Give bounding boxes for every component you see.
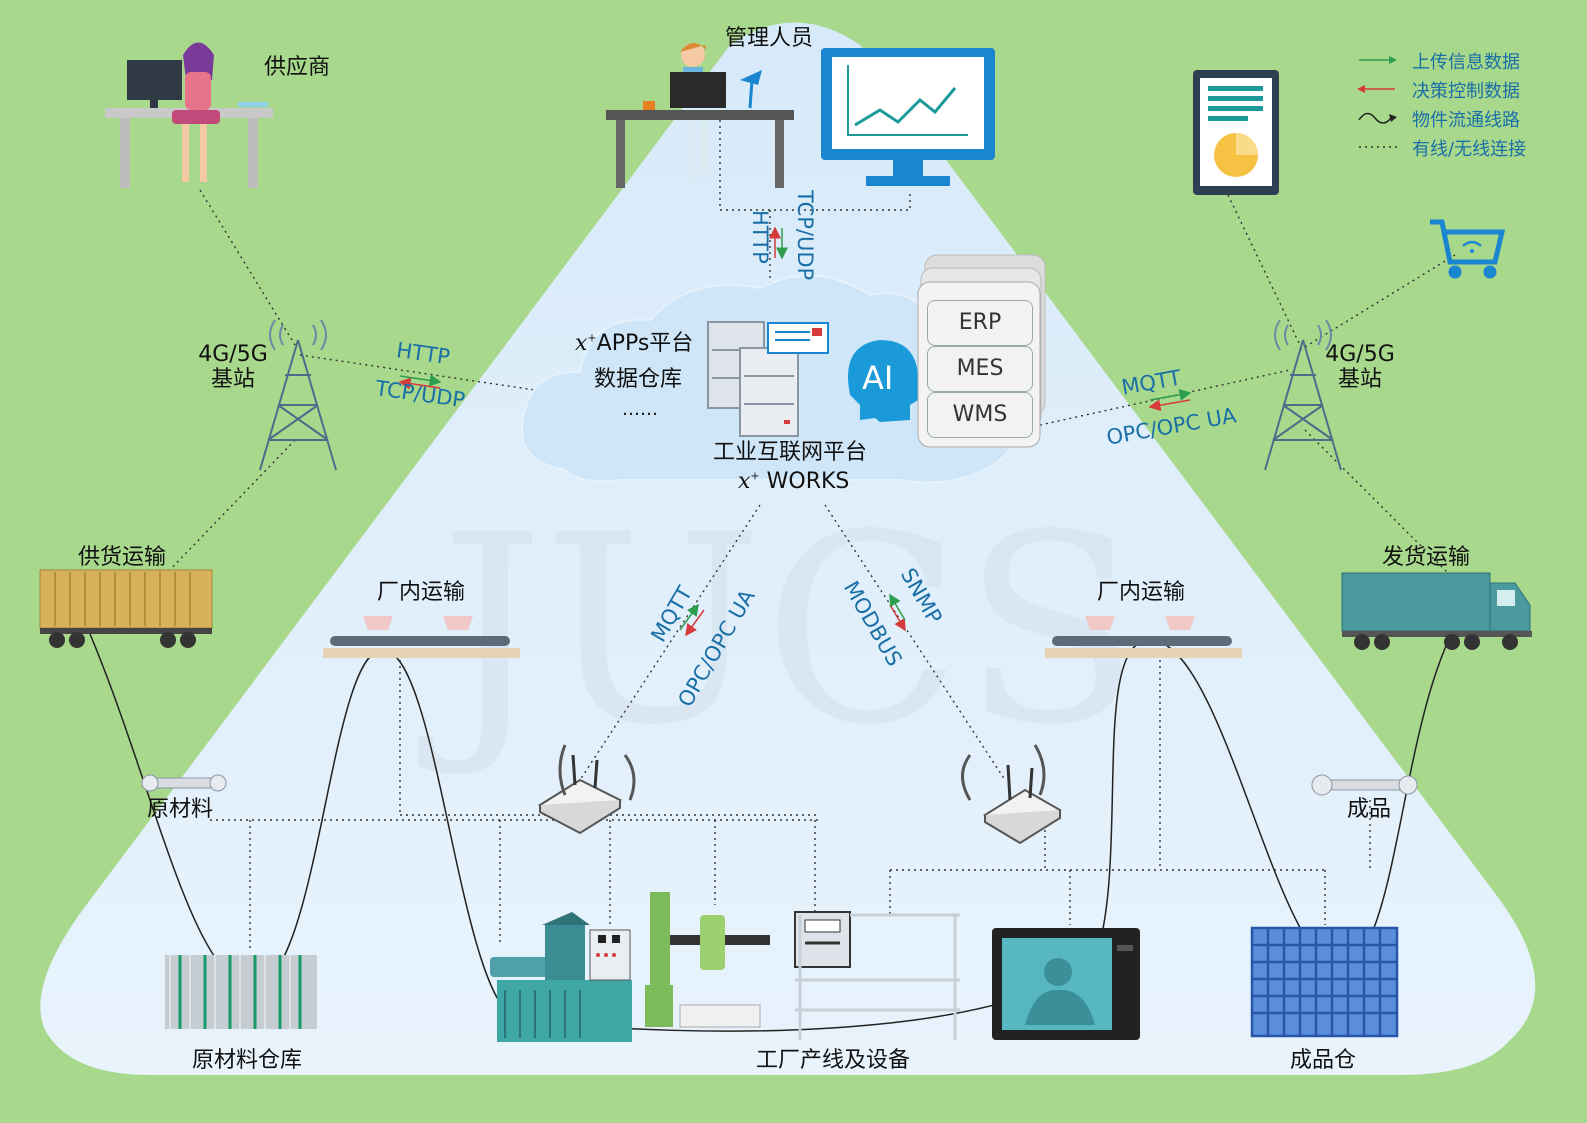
platform-label: 工业互联网平台 xyxy=(713,440,868,465)
legend-label: 有线/无线连接 xyxy=(1412,139,1527,160)
tower-right-icon xyxy=(1264,319,1342,471)
works-text: WORKS xyxy=(766,469,850,494)
finished-warehouse-label: 成品仓 xyxy=(1290,1048,1357,1073)
display-terminal-illustration xyxy=(992,928,1140,1040)
legend-item-link: 有线/无线连接 xyxy=(1357,135,1557,161)
base-station-right-line2: 基站 xyxy=(1337,367,1382,393)
supplier-label: 供应商 xyxy=(264,55,331,80)
ship-transport-label: 发货运输 xyxy=(1382,545,1471,570)
ai-head-icon xyxy=(848,340,919,422)
legend-item-upload: 上传信息数据 xyxy=(1357,48,1557,74)
legend-label: 决策控制数据 xyxy=(1412,81,1520,102)
factory-line-label: 工厂产线及设备 xyxy=(756,1048,911,1073)
x-plus-mark: 𝑥+ xyxy=(738,469,760,494)
supplier-illustration xyxy=(105,42,273,188)
raw-warehouse-illustration xyxy=(165,955,317,1029)
finished-part-icon xyxy=(1311,774,1418,796)
conveyor-right-illustration xyxy=(1045,616,1242,658)
drill-press-illustration xyxy=(645,892,770,1028)
red-arrow-icon xyxy=(1357,85,1395,93)
works-label: 𝑥+ WORKS xyxy=(738,469,849,494)
base-station-left-line1: 4G/5G xyxy=(198,342,268,367)
apps-platform-text: APPs平台 xyxy=(596,331,694,356)
legend-label: 上传信息数据 xyxy=(1412,52,1520,73)
curve-arrow-icon xyxy=(1358,112,1397,124)
wifi-router-left-icon xyxy=(537,744,636,835)
legend-label: 物件流通线路 xyxy=(1412,110,1520,131)
base-station-right-line1: 4G/5G xyxy=(1325,342,1395,367)
legend-item-flow: 物件流通线路 xyxy=(1357,106,1557,132)
plant-transport-left-label: 厂内运输 xyxy=(377,580,466,605)
manager-label: 管理人员 xyxy=(725,26,814,51)
tower-left-icon xyxy=(259,319,337,471)
wifi-router-right-icon xyxy=(961,744,1062,845)
ai-badge: AI xyxy=(862,359,894,397)
injection-machine-illustration xyxy=(490,912,632,1042)
plant-transport-right-label: 厂内运输 xyxy=(1097,580,1186,605)
raw-material-part-icon xyxy=(141,774,227,792)
green-arrow-icon xyxy=(1359,56,1397,64)
supply-transport-label: 供货运输 xyxy=(78,545,167,570)
raw-material-label: 原材料 xyxy=(147,797,214,822)
manager-illustration xyxy=(606,42,794,188)
finished-warehouse-illustration xyxy=(1250,926,1399,1038)
shopping-cart-icon xyxy=(1430,219,1506,279)
wms-box: WMS xyxy=(927,392,1033,438)
data-warehouse-label: 数据仓库 xyxy=(594,367,683,392)
dotted-line-icon xyxy=(1359,146,1397,148)
delivery-truck-illustration xyxy=(1341,572,1532,650)
apps-platform-label: 𝑥+APPs平台 xyxy=(575,331,693,356)
finished-goods-label: 成品 xyxy=(1347,797,1392,822)
protocol-tcp-udp-top: TCP/UDP xyxy=(793,190,817,281)
raw-warehouse-label: 原材料仓库 xyxy=(192,1048,303,1073)
protocol-arrows xyxy=(398,226,1192,637)
legend-item-control: 决策控制数据 xyxy=(1357,77,1557,103)
server-icons xyxy=(707,321,829,437)
base-station-right-label: 4G/5G 基站 xyxy=(1320,342,1400,393)
container-wagon-illustration xyxy=(39,569,213,648)
monitor-chart-illustration xyxy=(821,48,995,186)
erp-box: ERP xyxy=(927,300,1033,346)
conveyor-left-illustration xyxy=(323,616,520,658)
x-plus-mark: 𝑥+ xyxy=(575,331,597,356)
tablet-illustration xyxy=(1193,70,1279,195)
mes-box: MES xyxy=(927,346,1033,392)
base-station-left-line2: 基站 xyxy=(210,367,255,393)
base-station-left-label: 4G/5G 基站 xyxy=(193,342,273,393)
watermark: JUCS xyxy=(415,480,1140,782)
triangle-zone xyxy=(40,22,1536,1075)
ellipsis-label: …… xyxy=(622,399,658,420)
protocol-http-top: HTTP xyxy=(748,210,772,264)
meter-shelf-illustration xyxy=(794,911,960,1040)
